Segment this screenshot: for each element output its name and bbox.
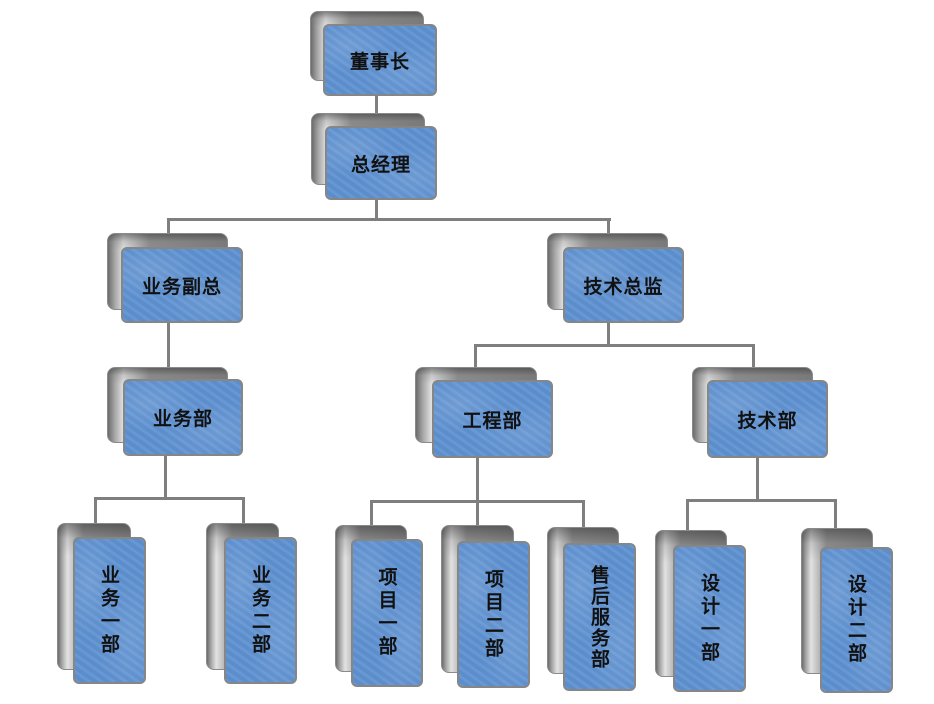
connector-to-tech-director — [607, 218, 610, 234]
node-box: 总经理 — [325, 126, 437, 200]
connector-to-vp-business — [167, 218, 170, 234]
connector-tech-dept-branch — [686, 499, 837, 502]
node-box: 技术总监 — [563, 247, 684, 323]
node-label: 技术部 — [737, 409, 798, 432]
node-box: 业务副总 — [121, 247, 243, 323]
node-box: 业务一部 — [73, 537, 146, 684]
node-label: 业务二部 — [249, 564, 271, 657]
connector-to-engineering-dept — [474, 344, 477, 368]
connector-business-dept-branch — [94, 497, 245, 500]
node-label: 业务部 — [152, 408, 213, 430]
node-box: 工程部 — [432, 380, 553, 458]
connector-gm-down — [375, 198, 378, 221]
node-label: 董事长 — [349, 50, 410, 73]
connector-to-tech-dept — [752, 344, 755, 368]
node-box: 技术部 — [707, 380, 828, 458]
node-label: 项目二部 — [482, 568, 504, 661]
node-label: 项目一部 — [375, 567, 398, 659]
connector-chairman-gm — [375, 95, 378, 126]
connector-engineering-dept-down — [476, 457, 479, 526]
node-box: 售后服务部 — [563, 543, 636, 691]
connector-to-business-2 — [242, 497, 245, 524]
connector-gm-branch — [167, 218, 611, 221]
connector-engineering-dept-branch — [370, 500, 585, 503]
node-box: 业务二部 — [224, 537, 297, 684]
node-label: 工程部 — [462, 409, 523, 432]
connector-vp-to-business-dept — [167, 322, 170, 368]
connector-tech-dept-down — [756, 457, 759, 501]
node-label: 业务副总 — [141, 275, 222, 298]
node-box: 设计二部 — [820, 547, 893, 693]
connector-tech-director-branch — [474, 344, 755, 347]
connector-to-business-1 — [94, 497, 97, 524]
node-label: 总经理 — [350, 153, 411, 176]
node-label: 设计一部 — [698, 572, 720, 665]
node-box: 项目一部 — [351, 539, 423, 687]
connector-to-project-1 — [370, 500, 373, 526]
connector-to-design-2 — [834, 499, 837, 529]
node-box: 董事长 — [323, 24, 437, 96]
node-box: 业务部 — [123, 379, 243, 456]
connector-to-design-1 — [686, 499, 689, 531]
node-box: 设计一部 — [673, 545, 746, 692]
node-label: 设计二部 — [845, 574, 867, 666]
connector-to-after-sales — [582, 500, 585, 528]
node-box: 项目二部 — [457, 541, 530, 688]
connector-business-dept-down — [164, 455, 167, 500]
node-label: 技术总监 — [583, 275, 664, 298]
connector-tech-director-down — [607, 322, 610, 346]
node-label: 售后服务部 — [588, 564, 610, 670]
node-label: 业务一部 — [98, 564, 120, 657]
